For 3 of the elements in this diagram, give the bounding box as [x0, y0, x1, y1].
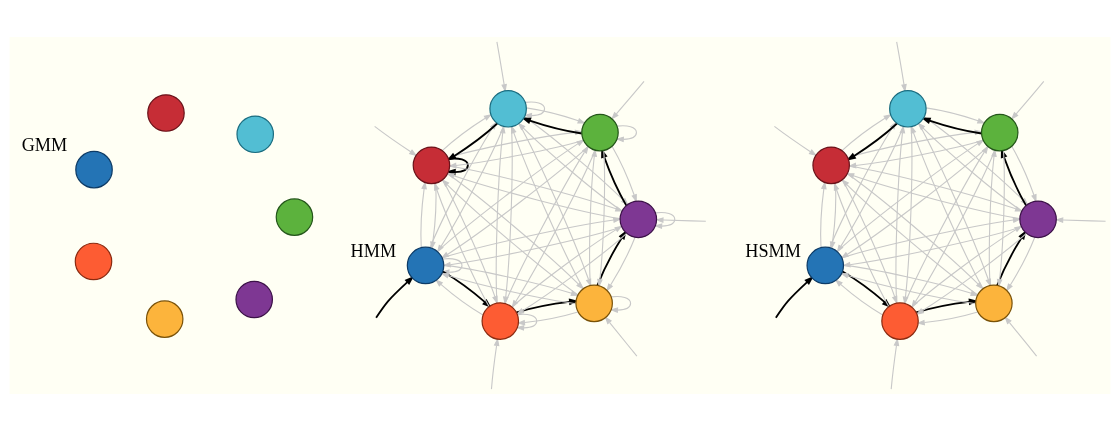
label: HSMM [745, 241, 801, 262]
label: HMM [350, 241, 397, 262]
label: GMM [21, 135, 68, 156]
